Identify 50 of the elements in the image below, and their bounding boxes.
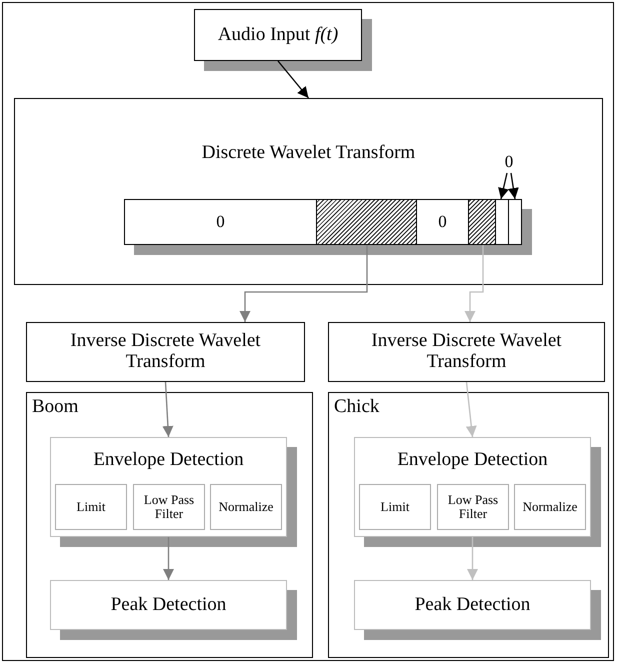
hatched-segment — [316, 199, 417, 245]
arrow — [508, 172, 519, 200]
step-box — [359, 484, 431, 530]
arrow — [278, 60, 309, 98]
process-box — [194, 9, 362, 61]
coefficient-segment — [416, 199, 469, 245]
box-label: Low Pass Filter — [446, 492, 500, 522]
box-label: Limit — [380, 500, 410, 514]
segment-label: 0 — [438, 212, 447, 232]
panel-title: Discrete Wavelet Transform — [202, 143, 416, 164]
arrow — [464, 245, 484, 322]
box-label: Envelope Detection — [93, 450, 244, 471]
arrow — [466, 382, 477, 438]
step-box — [437, 484, 509, 530]
box-label: Peak Detection — [110, 594, 226, 616]
group-title: Boom — [32, 397, 78, 418]
process-box — [50, 580, 287, 630]
zero-label: 0 — [504, 152, 514, 172]
group-title: Chick — [334, 397, 380, 418]
step-box — [210, 484, 282, 530]
box-label: Limit — [76, 500, 106, 514]
transform-panel — [14, 98, 603, 285]
arrow — [467, 537, 478, 580]
box-label: Inverse Discrete Wavelet Transform — [69, 331, 262, 373]
arrow — [240, 245, 368, 322]
coefficient-segment — [124, 199, 317, 245]
box-label: Envelope Detection — [397, 450, 548, 471]
process-box — [26, 322, 305, 382]
arrow — [498, 172, 509, 200]
group-panel — [26, 392, 313, 658]
step-box — [133, 484, 205, 530]
process-box — [328, 322, 605, 382]
coefficient-segment — [508, 199, 522, 245]
arrow — [163, 537, 174, 580]
coefficient-segment — [495, 199, 509, 245]
box-label: Inverse Discrete Wavelet Transform — [370, 331, 563, 373]
process-box — [354, 437, 591, 537]
box-label: Peak Detection — [414, 594, 530, 616]
process-box — [354, 580, 591, 630]
box-label: Audio Input f(t) — [218, 24, 338, 46]
process-box — [50, 437, 287, 537]
arrow — [162, 382, 174, 438]
step-box — [55, 484, 127, 530]
segment-label: 0 — [216, 212, 225, 232]
group-panel — [328, 392, 609, 658]
box-label: Normalize — [522, 500, 578, 514]
box-label: Normalize — [218, 500, 274, 514]
step-box — [514, 484, 586, 530]
hatched-segment — [468, 199, 496, 245]
box-label: Low Pass Filter — [142, 492, 196, 522]
